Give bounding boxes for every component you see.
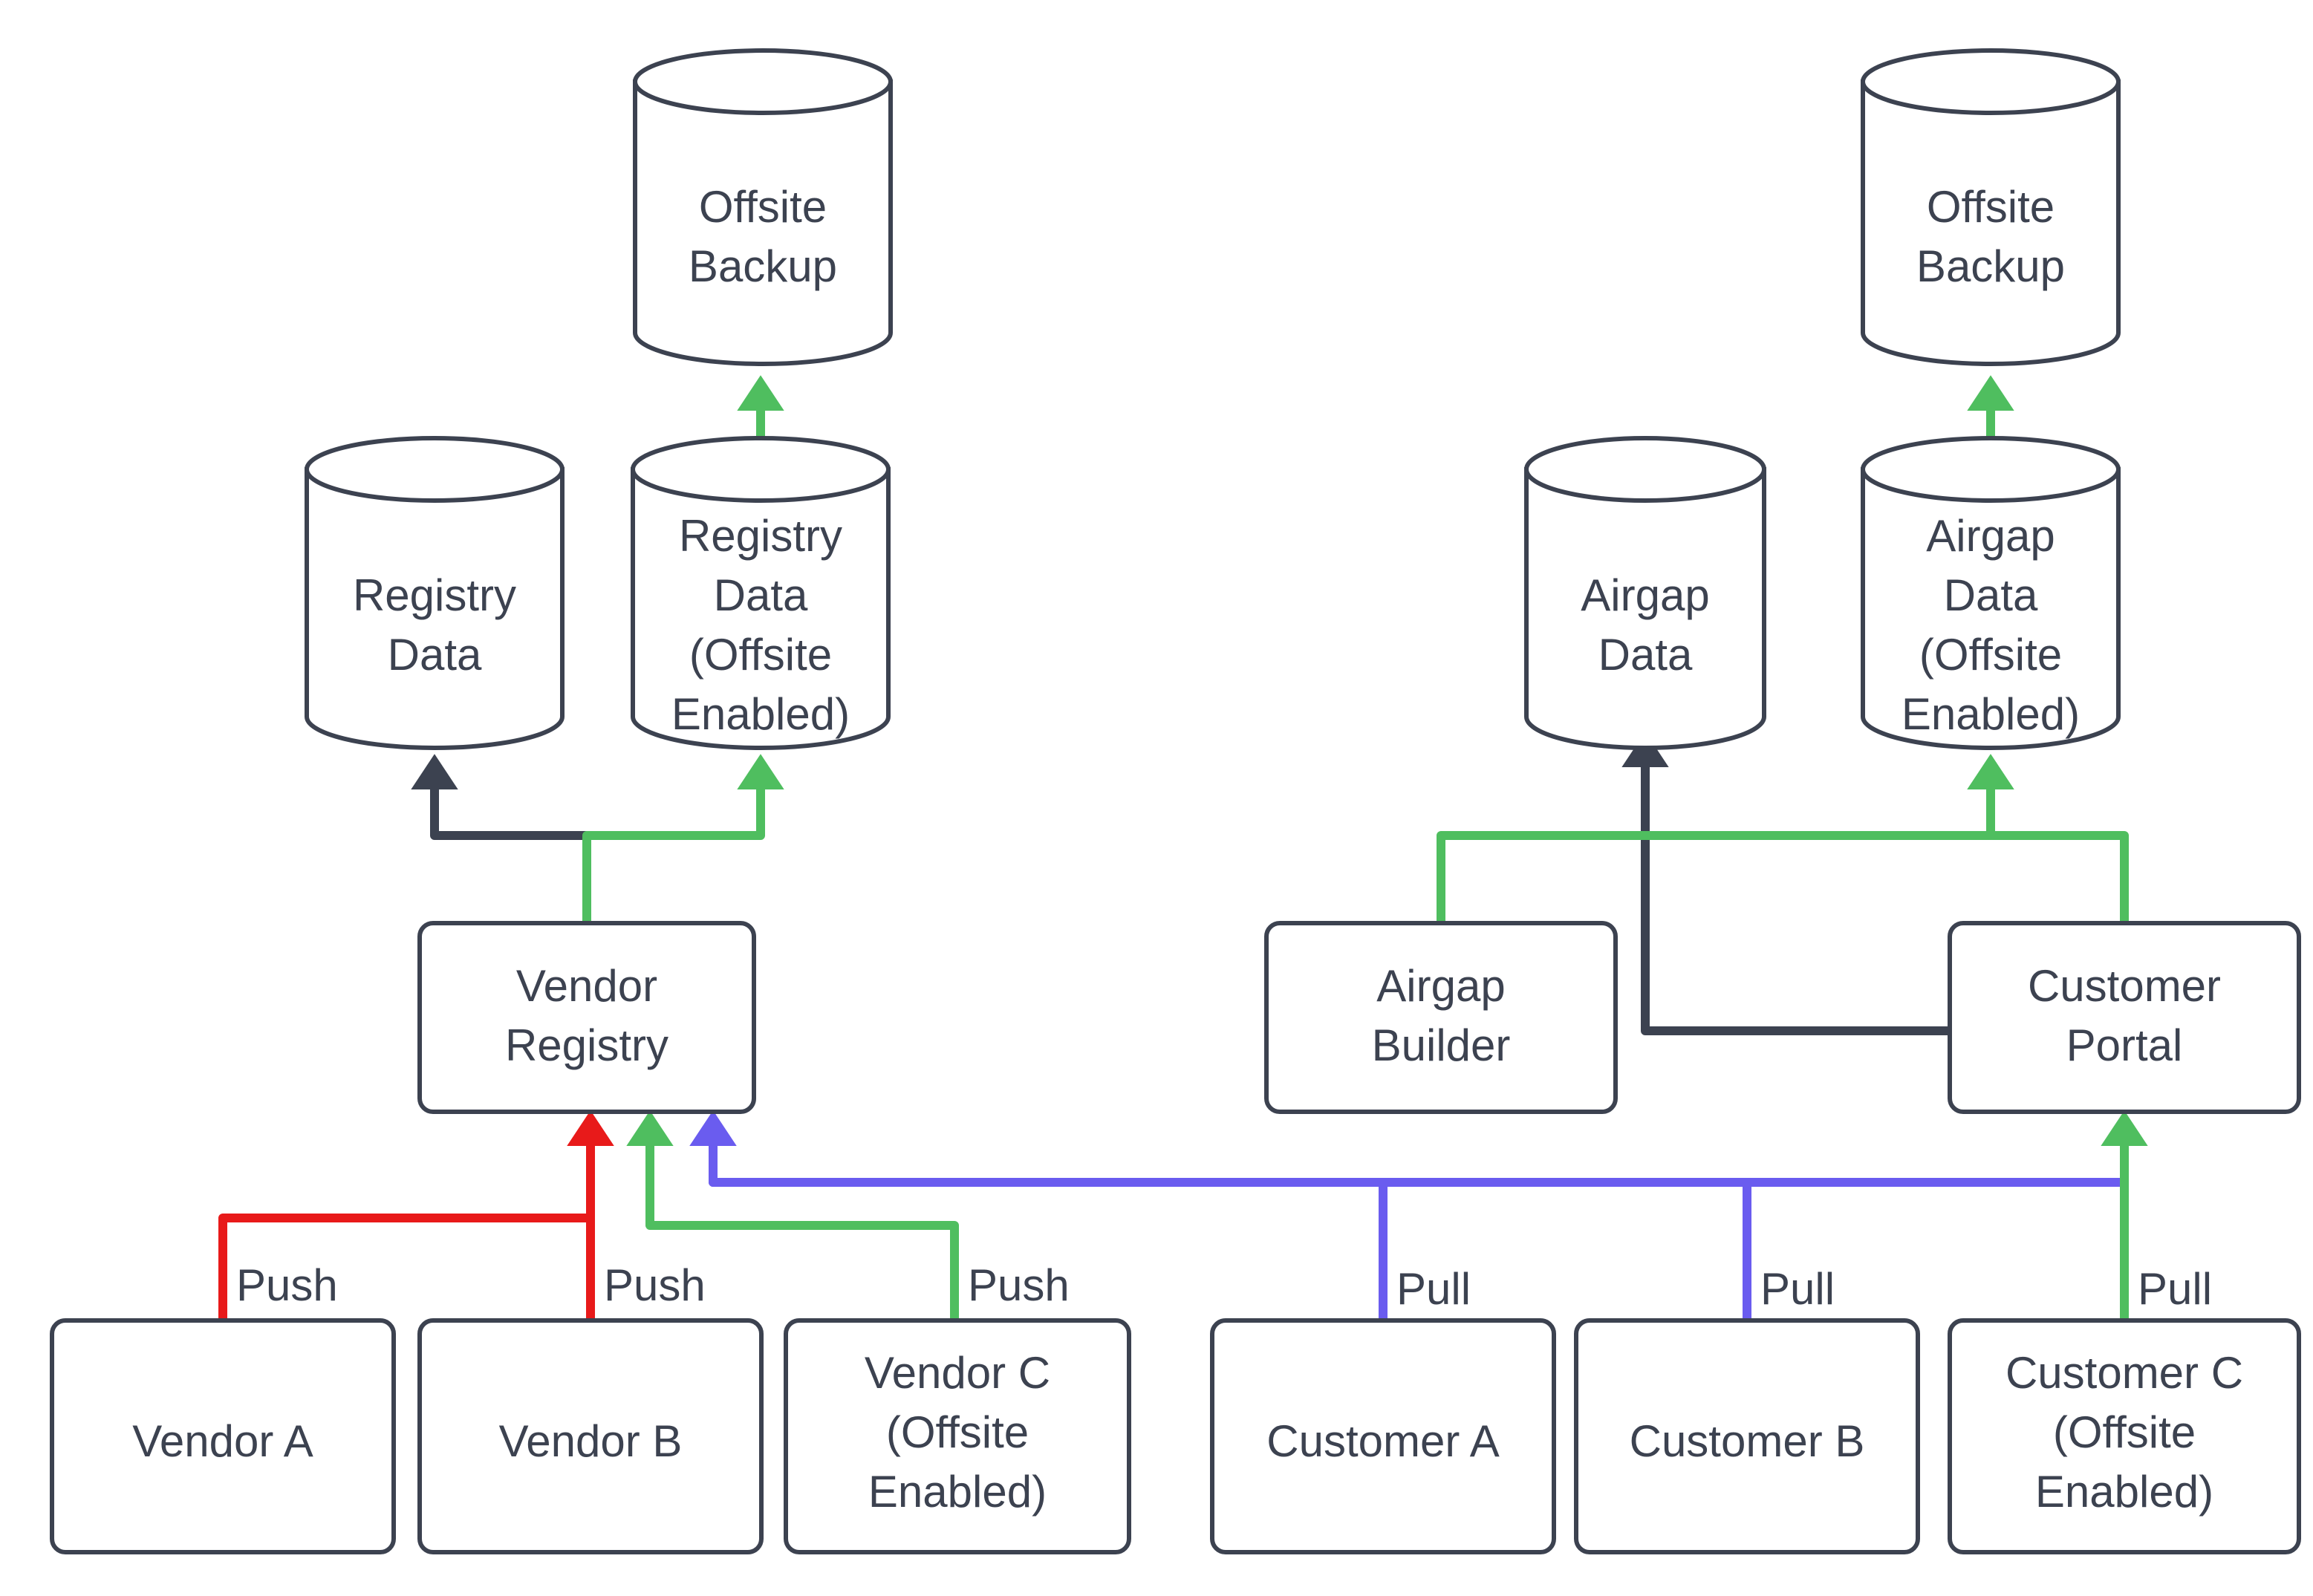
node-vendor-c[interactable]: Vendor C (Offsite Enabled)	[784, 1318, 1131, 1554]
node-customer-c[interactable]: Customer C (Offsite Enabled)	[1948, 1318, 2301, 1554]
customer-c-line1: Customer C	[2005, 1348, 2243, 1398]
customer-c-line2: (Offsite	[2053, 1407, 2196, 1457]
offsite-backup-left-line2: Backup	[689, 241, 837, 291]
registry-data-line2: Data	[388, 630, 482, 680]
airgap-data-line2: Data	[1598, 630, 1693, 680]
edge-label-layer: Push Push Push Pull Pull Pull	[236, 1260, 2212, 1314]
edge-label-push-c: Push	[968, 1260, 1070, 1310]
registry-data-offsite-line1: Registry	[679, 511, 842, 561]
node-airgap-builder[interactable]: Airgap Builder	[1264, 921, 1618, 1114]
registry-data-line1: Registry	[353, 570, 516, 620]
vendor-registry-line2: Registry	[505, 1020, 668, 1070]
edge-label-push-b: Push	[604, 1260, 706, 1310]
vendor-c-line1: Vendor C	[865, 1348, 1050, 1398]
airgap-builder-line2: Builder	[1372, 1020, 1511, 1070]
airgap-builder-line1: Airgap	[1376, 961, 1505, 1011]
edge-customerportal-to-airgapdataoffsite	[1967, 754, 2129, 921]
edge-label-push-a: Push	[236, 1260, 338, 1310]
edge-vendorc-to-vendorregistry	[626, 1110, 959, 1318]
edge-label-pull-a: Pull	[1396, 1264, 1471, 1314]
customer-c-line3: Enabled)	[2035, 1467, 2213, 1517]
airgap-data-offsite-line1: Airgap	[1926, 511, 2055, 561]
vendor-b-label: Vendor B	[499, 1416, 683, 1466]
airgap-data-line1: Airgap	[1581, 570, 1709, 620]
edge-label-pull-c: Pull	[2138, 1264, 2212, 1314]
node-customer-a[interactable]: Customer A	[1210, 1318, 1556, 1554]
airgap-data-offsite-line2: Data	[1944, 570, 2038, 620]
edge-vendorregistry-to-registrydata	[411, 754, 591, 921]
customer-a-label: Customer A	[1266, 1416, 1499, 1466]
offsite-backup-right-line2: Backup	[1916, 241, 2065, 291]
node-vendor-a[interactable]: Vendor A	[50, 1318, 396, 1554]
node-registry-data-offsite[interactable]: Registry Data (Offsite Enabled)	[631, 436, 891, 750]
offsite-backup-right-line1: Offsite	[1927, 182, 2055, 232]
registry-data-offsite-line3: (Offsite	[689, 630, 832, 680]
edge-customerb-to-vendorregistry	[689, 1110, 1751, 1318]
node-offsite-backup-right[interactable]: Offsite Backup	[1861, 48, 2121, 366]
edge-label-pull-b: Pull	[1760, 1264, 1835, 1314]
registry-data-offsite-line4: Enabled)	[671, 689, 850, 739]
node-registry-data[interactable]: Registry Data	[305, 436, 565, 750]
node-airgap-data-offsite[interactable]: Airgap Data (Offsite Enabled)	[1861, 436, 2121, 750]
offsite-backup-left-line1: Offsite	[699, 182, 827, 232]
node-customer-portal[interactable]: Customer Portal	[1948, 921, 2301, 1114]
registry-data-offsite-line2: Data	[714, 570, 808, 620]
vendor-registry-line1: Vendor	[516, 961, 657, 1011]
node-airgap-data[interactable]: Airgap Data	[1524, 436, 1766, 750]
node-vendor-b[interactable]: Vendor B	[417, 1318, 764, 1554]
customer-b-label: Customer B	[1630, 1416, 1865, 1466]
node-customer-b[interactable]: Customer B	[1574, 1318, 1920, 1554]
edge-vendorregistry-to-registrydataoffsite	[582, 754, 784, 921]
vendor-c-line2: (Offsite	[886, 1407, 1029, 1457]
edge-customerportal-to-airgapdata	[1621, 732, 1953, 1035]
node-vendor-registry[interactable]: Vendor Registry	[417, 921, 756, 1114]
airgap-data-offsite-line4: Enabled)	[1902, 689, 2080, 739]
edge-airgapbuilder-to-airgapdataoffsite	[1437, 754, 2014, 921]
node-offsite-backup-left[interactable]: Offsite Backup	[633, 48, 893, 366]
airgap-data-offsite-line3: (Offsite	[1919, 630, 2062, 680]
customer-portal-line2: Portal	[2066, 1020, 2183, 1070]
customer-portal-line1: Customer	[2028, 961, 2221, 1011]
vendor-c-line3: Enabled)	[868, 1467, 1047, 1517]
vendor-a-label: Vendor A	[132, 1416, 313, 1466]
